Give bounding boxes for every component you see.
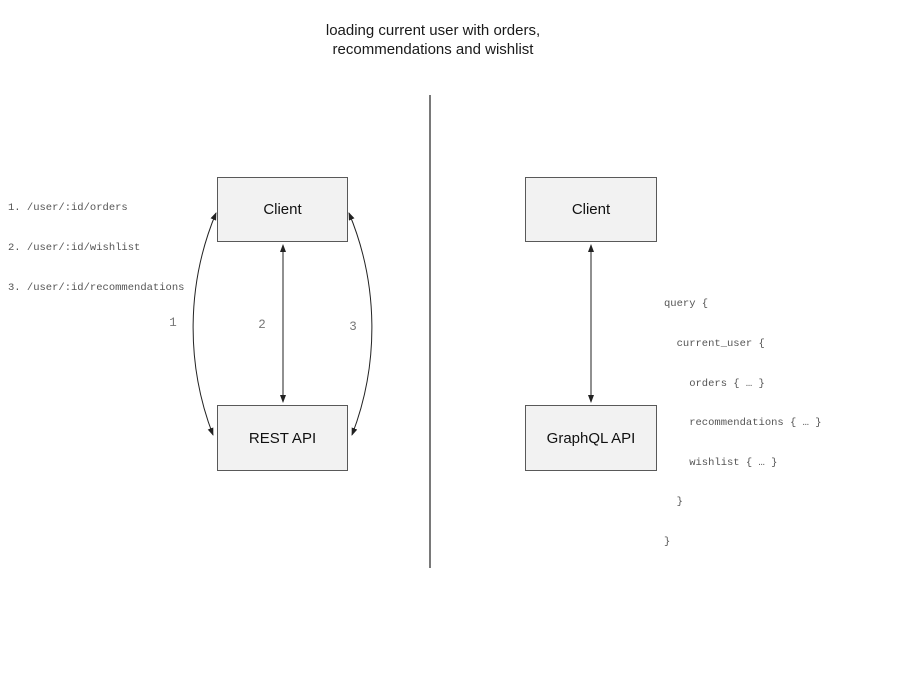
graphql-query-line-5: wishlist { … } — [664, 456, 778, 469]
graphql-query-line-7: } — [664, 536, 671, 549]
rest-client-label: Client — [263, 201, 302, 218]
rest-call-2-label: 2 — [258, 318, 266, 332]
rest-api-label: REST API — [248, 429, 317, 447]
graphql-client-box: Client — [525, 177, 657, 242]
rest-call-1-arrow — [192, 212, 217, 436]
rest-call-1-label: 1 — [169, 316, 177, 330]
graphql-query-line-4: recommendations { … } — [664, 417, 822, 430]
rest-api-box: REST API — [217, 405, 348, 471]
graphql-query-line-2: current_user { — [664, 338, 765, 351]
graphql-query-block: query { current_user { orders { … } reco… — [664, 272, 822, 576]
page-title-line-1: loading current user with orders, — [325, 22, 541, 39]
graphql-api-box: GraphQL API — [525, 405, 657, 471]
page-title-line-2: recommendations and wishlist — [332, 41, 534, 58]
rest-endpoint-1: 1. /user/:id/orders — [8, 202, 128, 215]
rest-endpoint-list: 1. /user/:id/orders 2. /user/:id/wishlis… — [8, 176, 184, 321]
graphql-client-label: Client — [571, 201, 611, 218]
graphql-query-line-3: orders { … } — [664, 377, 765, 390]
rest-endpoint-3: 3. /user/:id/recommendations — [8, 281, 185, 294]
rest-client-box: Client — [217, 177, 348, 242]
graphql-query-line-1: query { — [664, 298, 709, 311]
rest-endpoint-2: 2. /user/:id/wishlist — [8, 242, 141, 255]
graphql-api-label: GraphQL API — [546, 429, 636, 447]
page-title: loading current user with orders, recomm… — [233, 21, 633, 59]
graphql-query-line-6: } — [664, 496, 683, 509]
rest-call-3-label: 3 — [349, 320, 357, 334]
